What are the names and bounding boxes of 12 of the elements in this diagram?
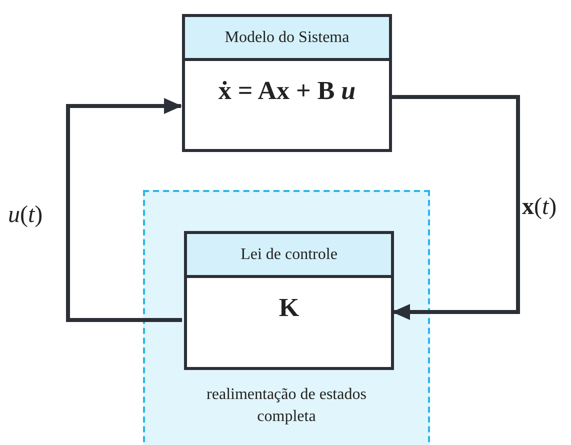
arrow bbox=[66, 98, 182, 322]
block-formula: K bbox=[278, 292, 300, 324]
block-box bbox=[182, 14, 392, 152]
region-caption: realimentação de estados completa bbox=[206, 385, 368, 427]
dashed-region bbox=[143, 190, 430, 445]
block-title: Modelo do Sistema bbox=[185, 17, 389, 61]
block-title: Lei de controle bbox=[187, 234, 391, 278]
block-formula: ẋ = Ax + B u bbox=[218, 75, 356, 107]
edge-label: u(t) bbox=[8, 201, 43, 229]
arrow bbox=[392, 95, 520, 320]
block-box bbox=[184, 231, 394, 370]
edge-label: x(t) bbox=[522, 192, 557, 220]
